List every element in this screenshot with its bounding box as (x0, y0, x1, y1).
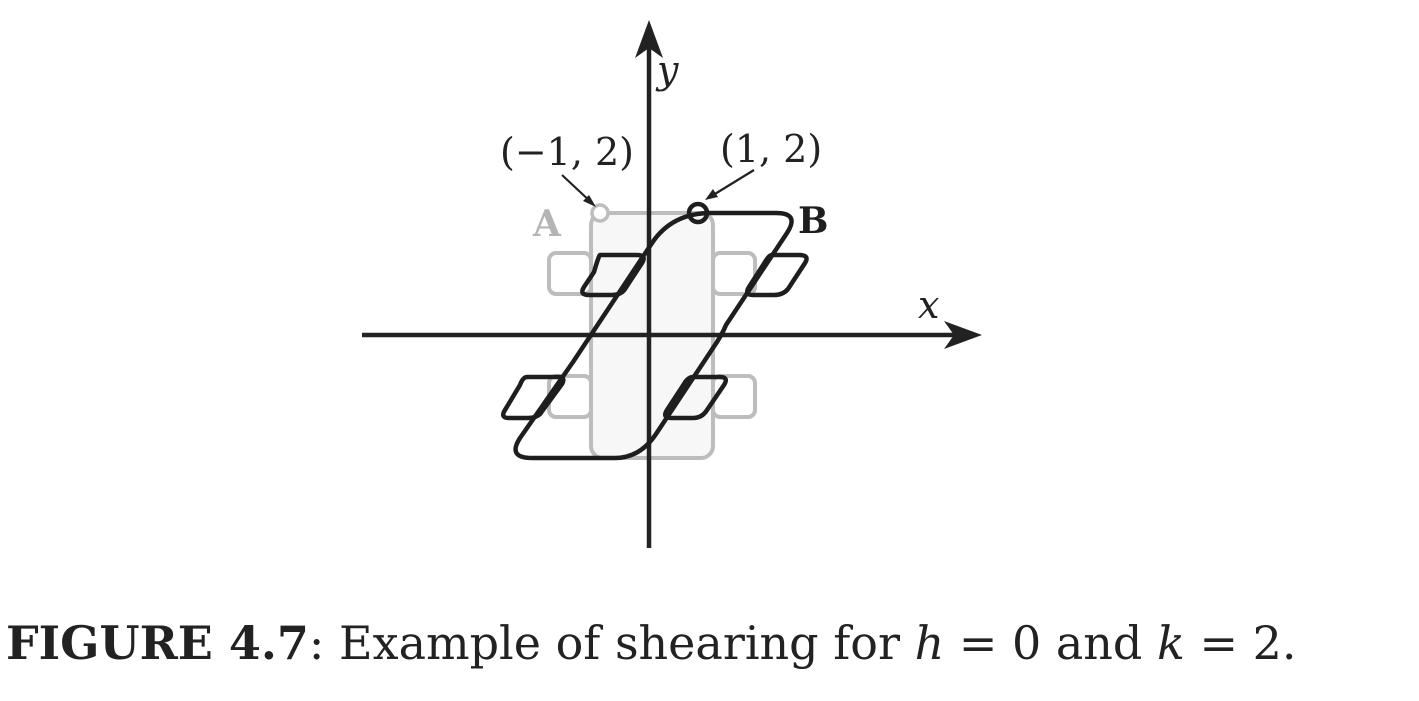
caption-text-h-eq: = 0 and (944, 616, 1157, 670)
caption-var-k: k (1157, 616, 1185, 670)
sheared-wheel-top-left (580, 252, 646, 298)
point-left-label: (−1, 2) (500, 130, 634, 174)
figure-number: FIGURE 4.7 (6, 616, 309, 670)
sheared-wheel-top-right (744, 252, 809, 298)
sheared-corner-point (686, 201, 710, 225)
sheared-wheel-bottom-right (662, 374, 729, 421)
x-axis-arrowhead (944, 321, 982, 349)
figure-caption: FIGURE 4.7: Example of shearing for h = … (6, 620, 1297, 666)
x-axis-label: x (918, 283, 939, 327)
point-right-pointer (709, 169, 755, 198)
point-right-pointer-head (705, 189, 718, 200)
caption-text-k-eq: = 2. (1184, 616, 1297, 670)
shape-b-label: B (798, 200, 828, 242)
sheared-wheel-bottom-left (500, 374, 566, 421)
caption-text-before-h: : Example of shearing for (308, 616, 915, 670)
y-axis-label: y (655, 48, 679, 92)
point-right-label: (1, 2) (720, 127, 822, 171)
shape-a-label: A (532, 203, 562, 245)
point-left-pointer-head (583, 195, 596, 207)
sheared-shape-b (500, 201, 809, 461)
y-axis-arrowhead (635, 20, 663, 58)
caption-var-h: h (914, 616, 945, 670)
sheared-body (513, 210, 794, 461)
original-corner-point (590, 203, 610, 223)
axes: y x (362, 20, 982, 548)
original-wheel-bottom-right (711, 374, 757, 419)
